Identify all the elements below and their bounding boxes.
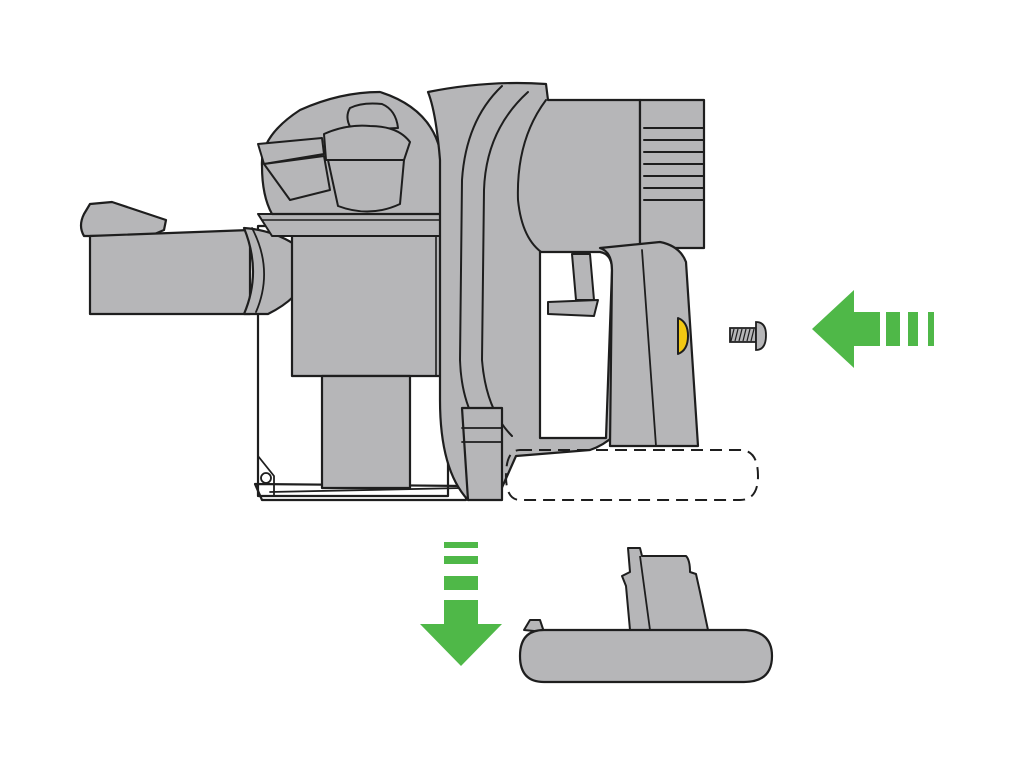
arrow-down-head <box>420 600 502 666</box>
bin-release-button <box>260 472 272 484</box>
battery-connector-seam <box>639 555 651 631</box>
arrow-down-dash-1 <box>444 542 478 548</box>
nozzle-lip <box>79 200 168 238</box>
cyclone-cone-left <box>257 137 325 165</box>
cyclone-body-left <box>263 155 331 201</box>
screw-thread-line <box>746 328 751 342</box>
arrow-left-insert <box>812 290 934 368</box>
arrow-left-dash-1 <box>886 312 900 346</box>
handle-grip-front <box>547 299 599 317</box>
battery-slot-outline <box>504 449 760 501</box>
bin-latch <box>257 455 275 497</box>
screw-thread-lines <box>730 328 755 342</box>
body-lower-block <box>460 406 504 502</box>
screw-thread-line <box>730 328 735 342</box>
shroud-top-band <box>257 213 447 237</box>
arrow-left-dash-3 <box>928 312 934 346</box>
handle-guard <box>571 253 595 301</box>
bin-base-rail <box>269 487 463 493</box>
center-column <box>320 374 412 490</box>
arrow-left-dash-2 <box>908 312 918 346</box>
screw-thread-line <box>742 328 747 342</box>
motor-housing <box>638 98 706 250</box>
screw-head <box>755 321 767 351</box>
motor-vents <box>643 127 705 201</box>
screw-icon <box>729 321 767 351</box>
arrow-down-remove <box>420 542 502 666</box>
arrow-down-dash-3 <box>444 576 478 590</box>
handle-grip-seam <box>641 249 657 447</box>
battery-pack <box>518 547 774 684</box>
cyclone-body-center <box>327 159 405 213</box>
screw-thread-line <box>738 328 743 342</box>
arrow-down-dash-2 <box>444 556 478 564</box>
cyclone-cone-center <box>323 124 411 161</box>
nozzle-tube <box>88 228 252 316</box>
handheld-vacuum <box>79 81 706 502</box>
arrow-left-head <box>812 290 880 368</box>
power-trigger <box>677 317 689 355</box>
battery-connector <box>621 547 709 631</box>
body-lower-seam <box>461 427 503 443</box>
shroud <box>290 226 444 378</box>
motor-collar <box>516 99 547 255</box>
screw-thread-line <box>734 328 739 342</box>
screw-thread-line <box>750 328 755 342</box>
cyclone-cap <box>346 102 399 131</box>
nozzle-cap-seam <box>251 227 265 313</box>
battery-body <box>518 628 774 684</box>
